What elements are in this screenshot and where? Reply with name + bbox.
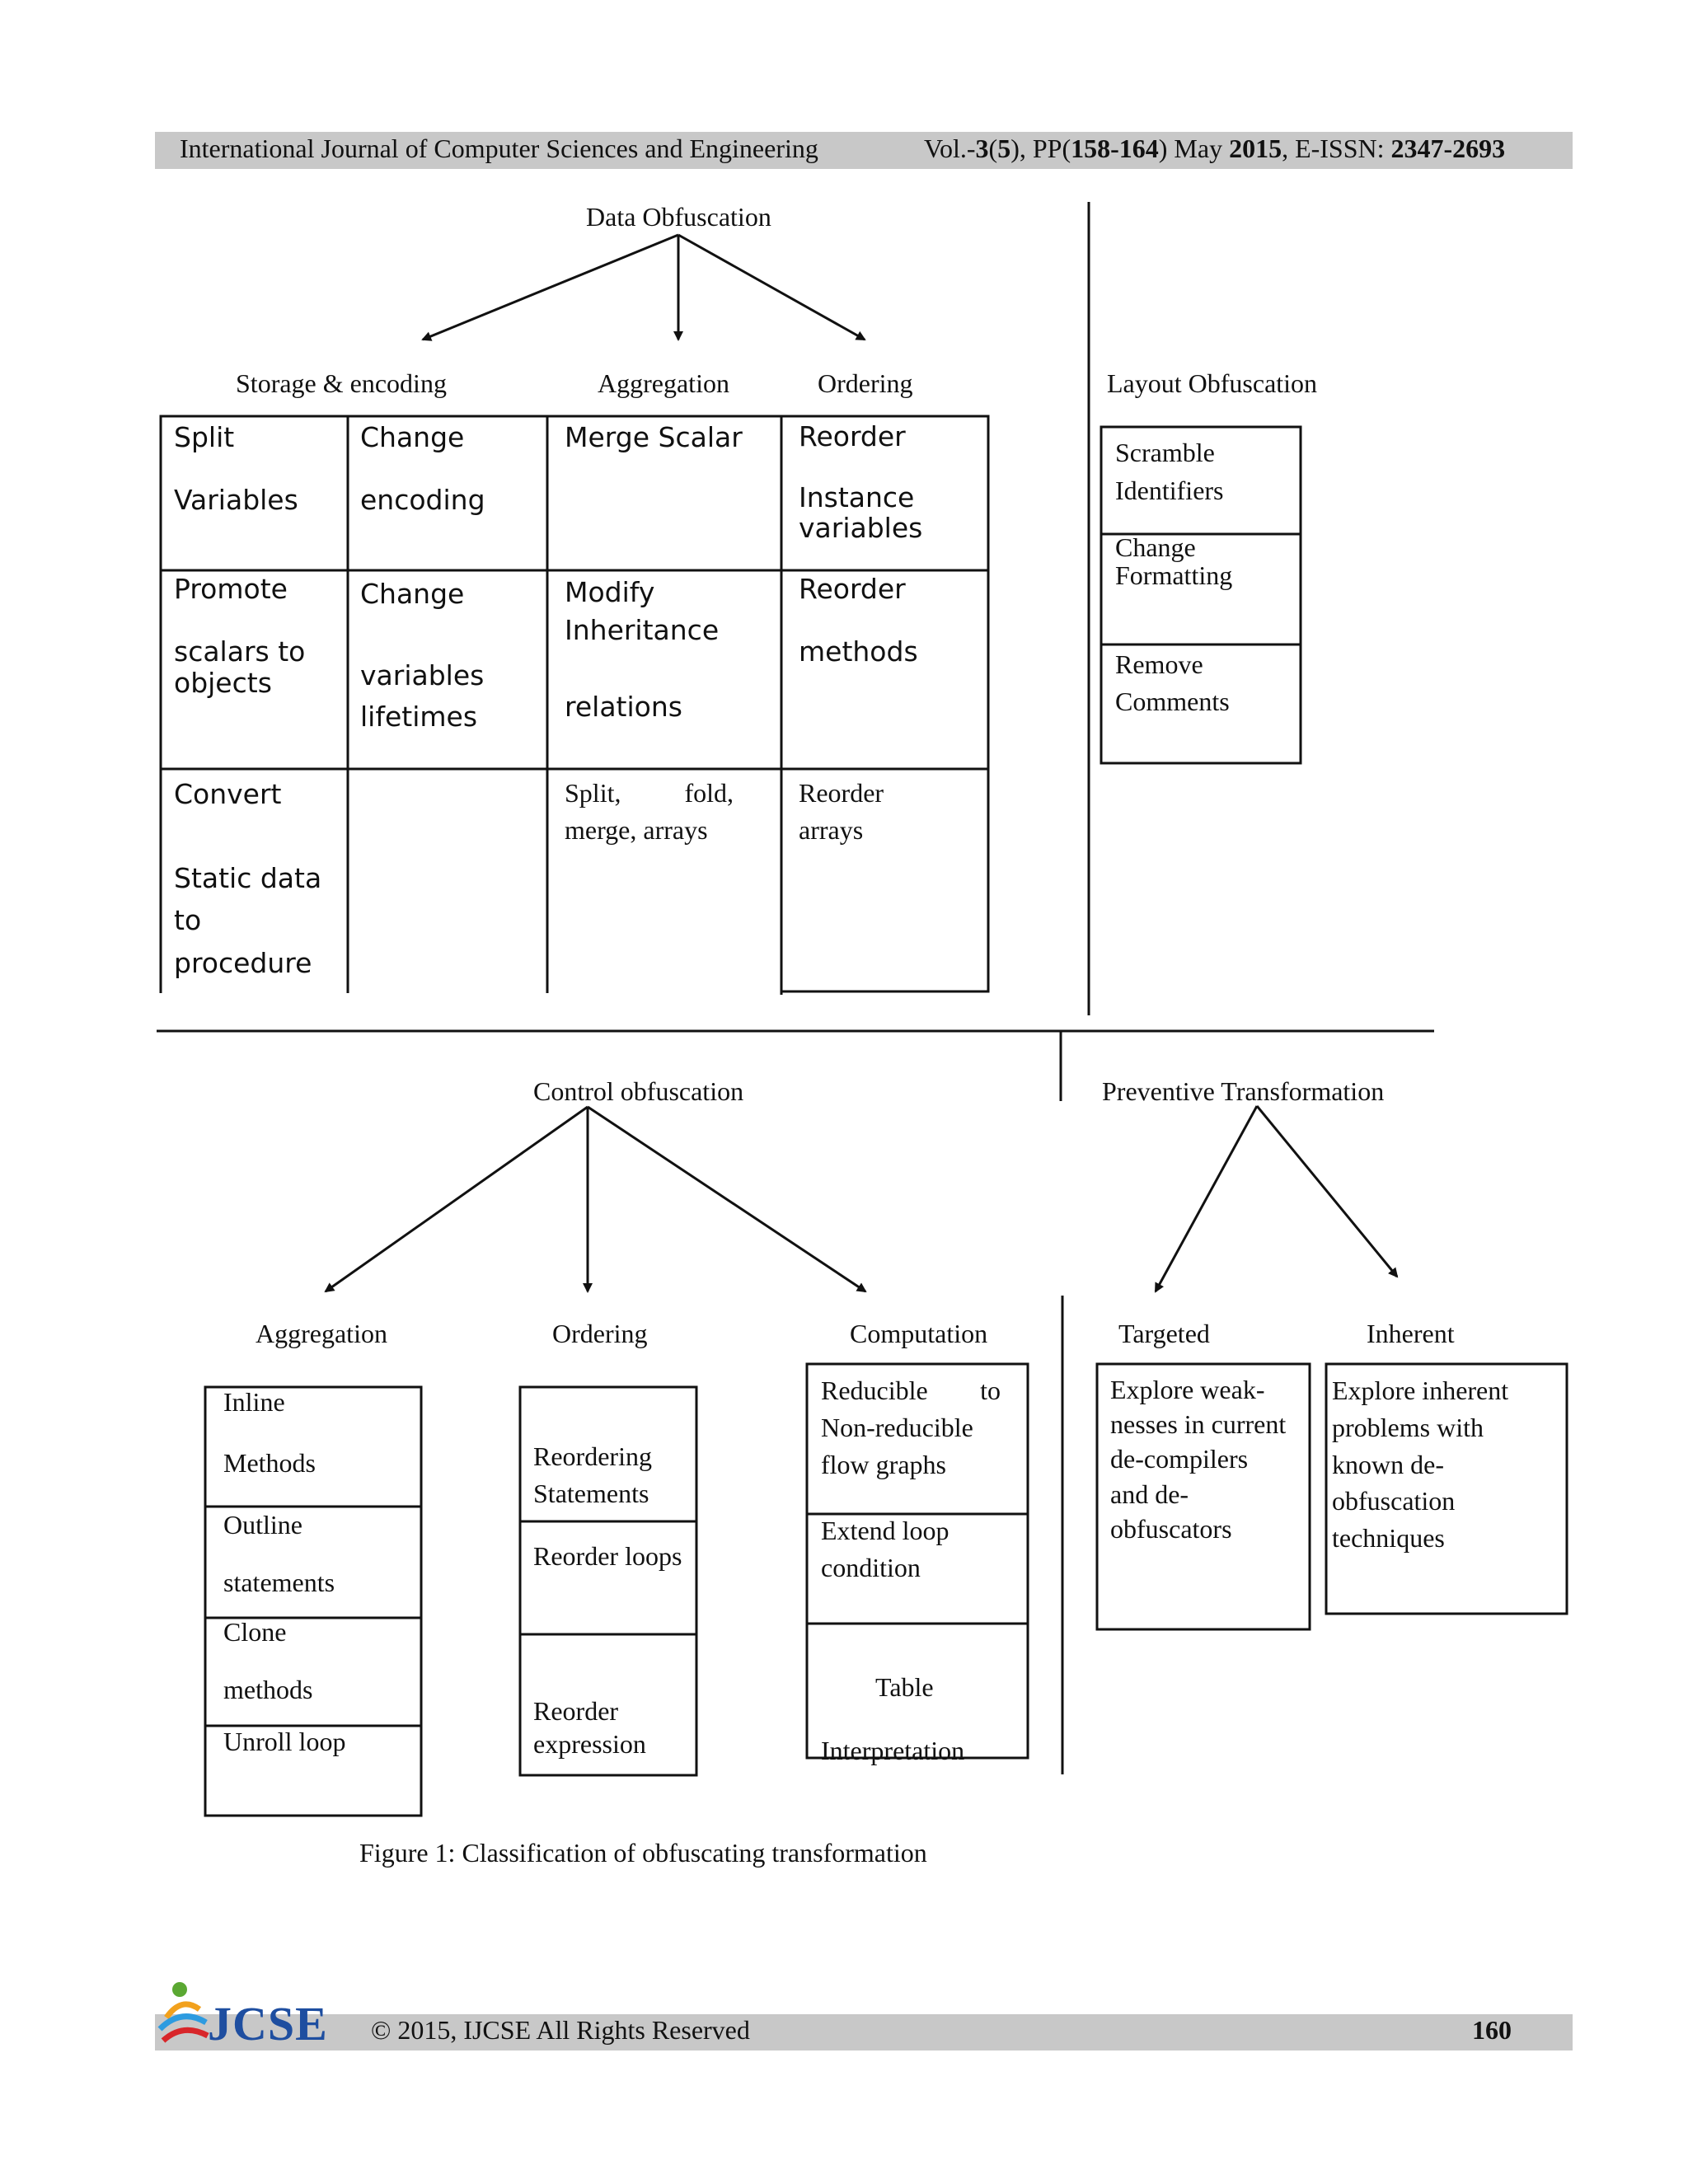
layout-item: Remove Comments bbox=[1115, 649, 1230, 716]
footer-bar bbox=[155, 2014, 1573, 2050]
journal-title: International Journal of Computer Scienc… bbox=[180, 134, 818, 163]
layout-obfuscation-title: Layout Obfuscation bbox=[1107, 368, 1318, 398]
table-cell: Convert Static data to procedure bbox=[174, 778, 322, 979]
control-obfuscation-title: Control obfuscation bbox=[533, 1076, 744, 1106]
category-storage-encoding: Storage & encoding bbox=[236, 368, 447, 398]
copyright: © 2015, IJCSE All Rights Reserved bbox=[371, 2015, 750, 2045]
computation-item: Extend loop condition bbox=[821, 1516, 950, 1582]
table-cell: Promote scalars to objects bbox=[174, 573, 306, 699]
inherent-description: Explore inherent problems with known de-… bbox=[1332, 1376, 1509, 1554]
preventive-category-inherent: Inherent bbox=[1367, 1319, 1455, 1348]
control-category-ordering: Ordering bbox=[552, 1319, 648, 1348]
header-bar bbox=[155, 132, 1573, 169]
category-aggregation: Aggregation bbox=[598, 368, 729, 398]
table-cell: Reorder arrays bbox=[799, 778, 884, 845]
control-category-aggregation: Aggregation bbox=[256, 1319, 387, 1348]
ordering-item: Reorder loops bbox=[533, 1541, 682, 1571]
control-category-computation: Computation bbox=[850, 1319, 988, 1348]
computation-item: Reducible to Non-reducible flow graphs bbox=[821, 1376, 1001, 1479]
journal-logo-text: JCSE bbox=[208, 1997, 328, 2050]
preventive-transformation-title: Preventive Transformation bbox=[1102, 1076, 1385, 1106]
category-ordering: Ordering bbox=[818, 368, 913, 398]
page-number: 160 bbox=[1472, 2015, 1512, 2045]
table-cell: Change variables lifetimes bbox=[360, 578, 485, 733]
table-cell: Modify Inheritance relations bbox=[565, 576, 720, 723]
aggregation-item: Clone methods bbox=[223, 1617, 313, 1705]
table-cell: Reorder Instance variables bbox=[799, 420, 923, 544]
computation-item: Table Interpretation bbox=[821, 1672, 965, 1765]
ordering-item: Reordering Statements bbox=[533, 1441, 652, 1508]
table-cell: Change encoding bbox=[360, 421, 485, 516]
aggregation-item: Unroll loop bbox=[223, 1727, 346, 1756]
figure-caption: Figure 1: Classification of obfuscating … bbox=[359, 1838, 927, 1868]
volume-info: Vol.-3(5), PP(158-164) May 2015, E-ISSN:… bbox=[924, 134, 1506, 163]
data-obfuscation-title: Data Obfuscation bbox=[586, 202, 771, 232]
table-cell: Split, fold, merge, arrays bbox=[565, 778, 734, 845]
preventive-category-targeted: Targeted bbox=[1118, 1319, 1210, 1348]
aggregation-item: Inline Methods bbox=[223, 1387, 316, 1478]
table-cell: Merge Scalar bbox=[565, 421, 743, 453]
layout-item: Scramble Identifiers bbox=[1115, 438, 1224, 506]
targeted-description: Explore weak-nesses in current de-compil… bbox=[1110, 1375, 1287, 1544]
ordering-item: Reorder expression bbox=[533, 1696, 646, 1759]
aggregation-item: Outline statements bbox=[223, 1510, 335, 1598]
layout-item: Change Formatting bbox=[1115, 532, 1233, 590]
table-cell: Reorder methods bbox=[799, 573, 918, 668]
journal-logo-icon bbox=[157, 1982, 209, 2043]
table-cell: Split Variables bbox=[174, 421, 298, 516]
